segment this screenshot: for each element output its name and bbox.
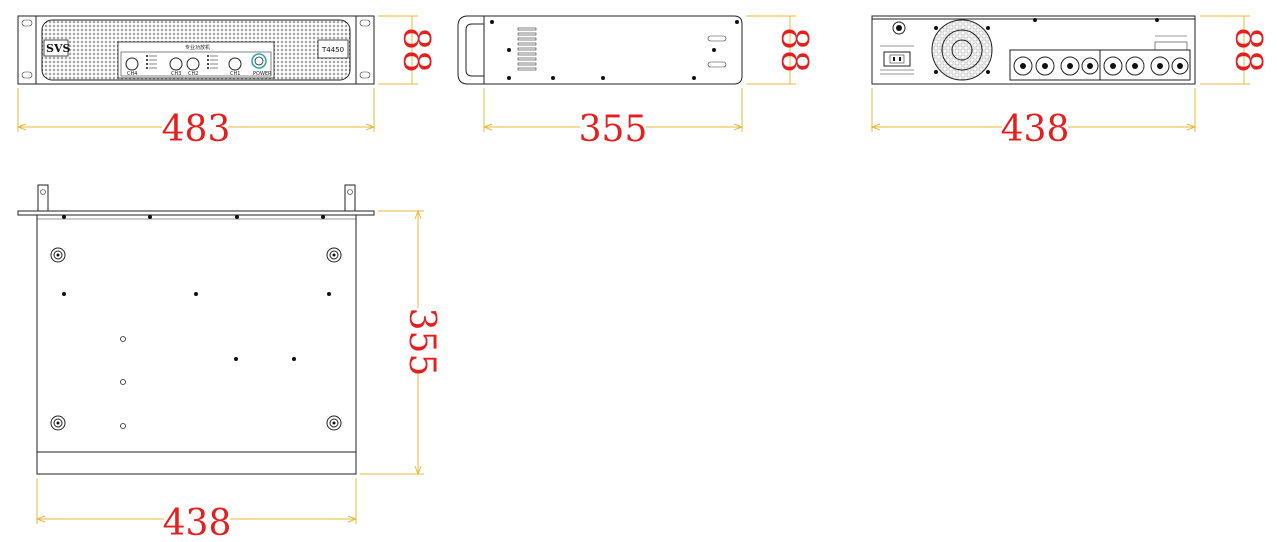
right-mounting-tab	[344, 184, 356, 212]
cooling-fan	[931, 19, 993, 81]
ch3-label: CH3	[171, 71, 181, 77]
rear-width-dimension: 438	[1001, 109, 1070, 150]
side-depth-dimension: 355	[579, 109, 648, 150]
front-panel	[35, 15, 357, 85]
control-panel	[117, 41, 275, 79]
side-height-dimension: 88	[773, 27, 814, 73]
ch2-label: CH2	[188, 71, 198, 77]
brand-plate	[43, 39, 69, 57]
bottom-panel	[36, 214, 357, 475]
front-width-dimension: 483	[162, 109, 231, 150]
front-height-dimension: 88	[395, 27, 436, 73]
left-mounting-tab	[37, 184, 49, 212]
bottom-depth-dimension: 355	[401, 308, 442, 377]
ch1-label: CH1	[230, 71, 240, 77]
rear-panel	[871, 15, 1196, 85]
side-vents	[517, 27, 537, 71]
ch4-volume-knob	[125, 57, 139, 71]
power-inlet	[883, 51, 911, 67]
bottom-width-dimension: 438	[163, 503, 232, 542]
ch4-label: CH4	[127, 71, 137, 77]
rubber-feet	[50, 247, 342, 431]
brand-logo: SVS	[46, 42, 70, 55]
side-panel	[483, 15, 743, 85]
rear-height-dimension: 88	[1227, 27, 1268, 73]
model-label: T4450	[321, 46, 344, 54]
front-flange	[17, 210, 375, 216]
model-plate	[317, 39, 349, 59]
power-label: POWER	[253, 71, 272, 77]
ch2-volume-knob	[186, 57, 200, 71]
panel-title: 专业功放机	[185, 44, 210, 51]
ch1-volume-knob	[228, 57, 242, 71]
side-handle	[457, 15, 484, 85]
output-connectors	[1009, 49, 1191, 81]
ch3-volume-knob	[169, 57, 183, 71]
ground-terminal	[892, 21, 906, 35]
bottom-view: 355 438	[17, 184, 442, 542]
rear-view: 88 438	[870, 15, 1268, 150]
side-view: 88 355	[457, 15, 814, 150]
front-view: SVS T4450 专业功放机 CH4 CH3 CH2 CH1 POWER	[16, 15, 436, 150]
led-indicators	[146, 55, 218, 69]
